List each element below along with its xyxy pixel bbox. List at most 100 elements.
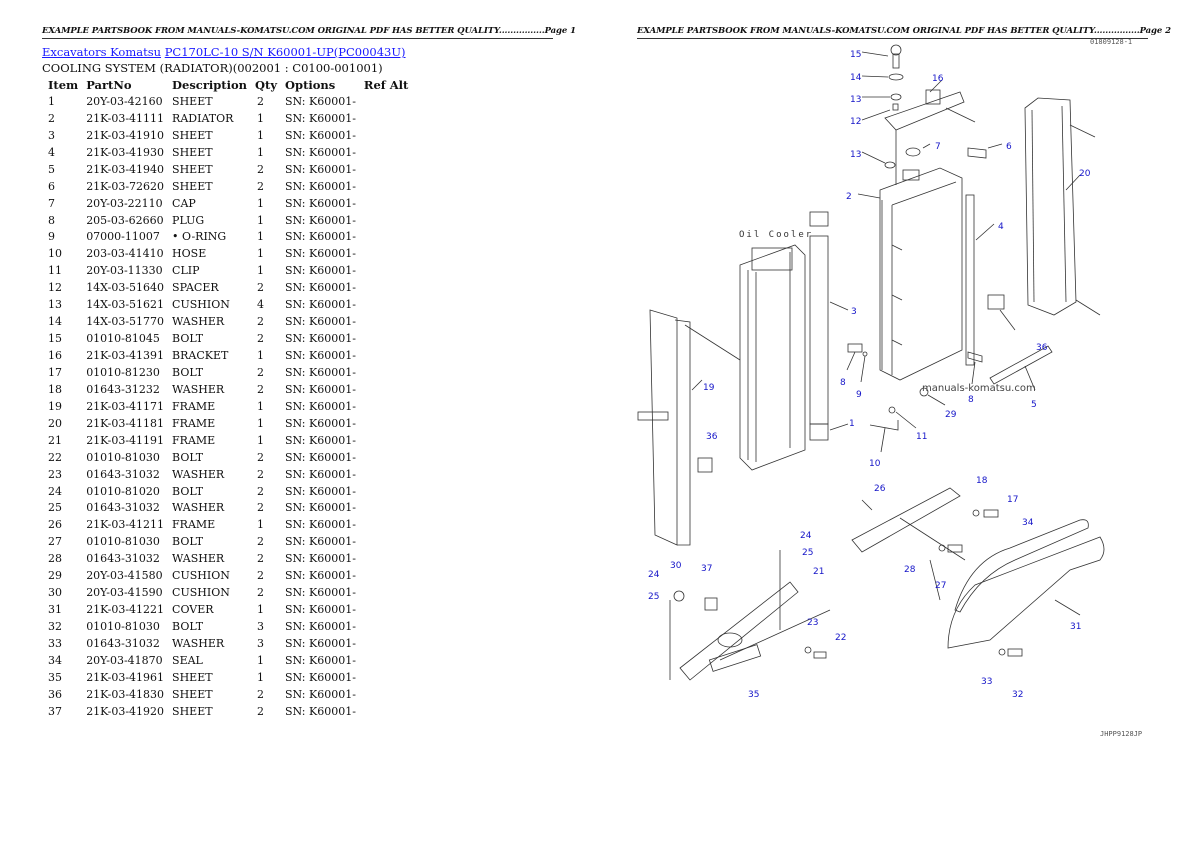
part-description: SHEET — [172, 670, 213, 684]
page-2: EXAMPLE PARTSBOOK FROM MANUALS-KOMATSU.C… — [595, 0, 1190, 842]
item-number: 31 — [48, 603, 62, 617]
part-number: 20Y-03-41870 — [86, 653, 163, 667]
options: SN: K60001- — [285, 467, 356, 481]
part-number: 21K-03-41191 — [86, 433, 165, 447]
quantity: 2 — [257, 281, 264, 295]
col-item: Item — [48, 77, 79, 92]
part-number: 21K-03-41221 — [86, 603, 165, 617]
options: SN: K60001- — [285, 484, 356, 498]
frame-left-icon — [637, 309, 741, 546]
item-number: 27 — [48, 535, 62, 549]
options: SN: K60001- — [285, 196, 356, 210]
callout-number: 24 — [648, 570, 660, 580]
options: SN: K60001- — [285, 586, 356, 600]
category-link[interactable]: Excavators Komatsu — [42, 45, 162, 59]
ref-alt — [360, 245, 412, 262]
part-description: WASHER — [172, 467, 225, 481]
callout-number: 8 — [968, 395, 974, 405]
callout-number: 16 — [932, 74, 944, 84]
section-title: COOLING SYSTEM (RADIATOR)(002001 : C0100… — [42, 61, 383, 75]
item-number: 5 — [48, 162, 55, 176]
ref-alt — [360, 703, 412, 720]
callout-number: 37 — [701, 564, 713, 574]
part-description: FRAME — [172, 399, 216, 413]
part-number: 01643-31032 — [86, 552, 160, 566]
quantity: 2 — [257, 94, 264, 108]
quantity: 1 — [257, 603, 264, 617]
callout-number: 25 — [802, 548, 814, 558]
item-number: 21 — [48, 433, 62, 447]
item-number: 16 — [48, 349, 62, 363]
bolt-stack-icon — [861, 44, 904, 121]
callout-number: 25 — [648, 592, 660, 602]
part-description: FRAME — [172, 416, 216, 430]
ref-alt — [360, 432, 412, 449]
part-description: PLUG — [172, 213, 205, 227]
item-number: 7 — [48, 196, 55, 210]
options: SN: K60001- — [285, 247, 356, 261]
quantity: 1 — [257, 111, 264, 125]
model-link[interactable]: PC170LC-10 S/N K60001-UP(PC00043U) — [164, 45, 406, 59]
options: SN: K60001- — [285, 636, 356, 650]
drawing-ref-bottom: JHPP9128JP — [1100, 730, 1143, 738]
quantity: 3 — [257, 620, 264, 634]
ref-alt — [360, 161, 412, 178]
part-description: BOLT — [172, 450, 204, 464]
part-description: FRAME — [172, 518, 216, 532]
part-number: 20Y-03-41590 — [86, 586, 163, 600]
part-description: SHEET — [172, 687, 213, 701]
callout-number: 31 — [1070, 622, 1082, 632]
part-number: 14X-03-51640 — [86, 281, 165, 295]
callout-number: 23 — [807, 618, 819, 628]
callout-number: 10 — [869, 459, 881, 469]
ref-alt — [360, 296, 412, 313]
ref-alt — [360, 93, 412, 110]
item-number: 18 — [48, 382, 62, 396]
callout-number: 4 — [998, 222, 1004, 232]
part-description: CLIP — [172, 264, 200, 278]
callout-number: 22 — [835, 633, 847, 643]
item-number: 28 — [48, 552, 62, 566]
item-number: 2 — [48, 111, 55, 125]
quantity: 2 — [257, 365, 264, 379]
quantity: 3 — [257, 636, 264, 650]
part-description: WASHER — [172, 382, 225, 396]
item-number: 10 — [48, 247, 62, 261]
callout-number: 26 — [874, 484, 886, 494]
options: SN: K60001- — [285, 535, 356, 549]
quantity: 1 — [257, 416, 264, 430]
part-number: 21K-03-41930 — [86, 145, 165, 159]
ref-alt — [360, 550, 412, 567]
quantity: 2 — [257, 382, 264, 396]
item-number: 32 — [48, 620, 62, 634]
callout-number: 30 — [670, 561, 682, 571]
col-options: Options — [285, 77, 336, 92]
options: SN: K60001- — [285, 145, 356, 159]
item-number: 15 — [48, 332, 62, 346]
callout-number: 36 — [706, 432, 718, 442]
part-description: WASHER — [172, 501, 225, 515]
part-description: CUSHION — [172, 569, 230, 583]
callout-number: 36 — [1036, 343, 1048, 353]
quantity: 1 — [257, 196, 264, 210]
part-description: SHEET — [172, 128, 213, 142]
item-number: 33 — [48, 636, 62, 650]
part-description: HOSE — [172, 247, 207, 261]
options: SN: K60001- — [285, 552, 356, 566]
